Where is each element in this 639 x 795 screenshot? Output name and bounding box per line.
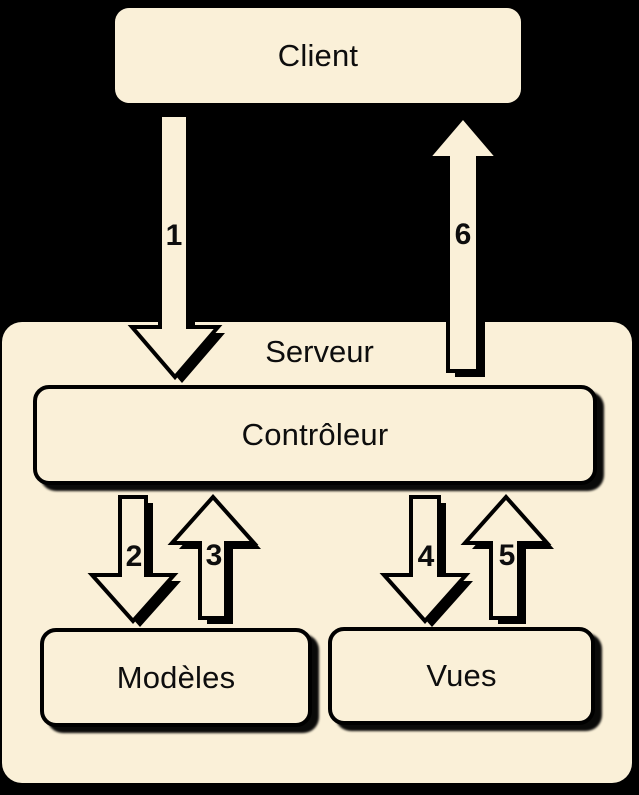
node-controleur-label: Contrôleur — [241, 417, 389, 452]
node-client: Client — [115, 8, 521, 103]
arrow-4-label: 4 — [417, 540, 435, 573]
arrow-3-up-shape — [167, 493, 259, 620]
arrow-1-down-shape — [127, 113, 223, 381]
node-vues-label: Vues — [426, 658, 497, 693]
arrow-6-up-shape — [423, 113, 503, 373]
arrow-2-down-shape — [87, 495, 179, 625]
node-client-label: Client — [277, 37, 359, 73]
node-serveur-label: Serveur — [265, 334, 374, 369]
arrow-5-up-shape — [460, 493, 552, 620]
node-controleur: Contrôleur — [33, 385, 597, 485]
node-modeles-label: Modèles — [116, 659, 236, 695]
arrow-2-label: 2 — [125, 540, 143, 573]
node-modeles: Modèles — [40, 628, 312, 727]
arrow-3-label: 3 — [205, 539, 223, 572]
node-vues: Vues — [328, 627, 595, 725]
arrow-1-label: 1 — [165, 219, 183, 252]
arrow-4-down-shape — [379, 495, 471, 625]
arrow-5-label: 5 — [498, 539, 516, 572]
arrow-6-label: 6 — [454, 218, 472, 251]
